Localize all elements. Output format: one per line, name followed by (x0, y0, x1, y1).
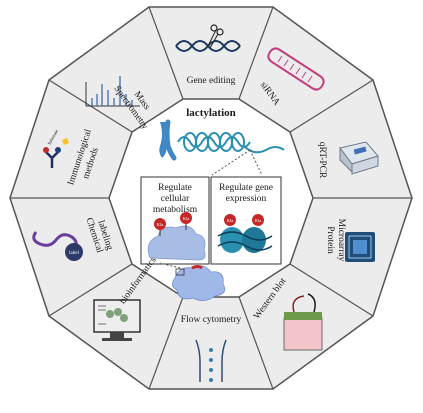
kla-badge-left-2: Kla (180, 212, 192, 224)
protein-microarray-label-2: Microarray (336, 219, 346, 262)
protein-microarray-label-1: Protein (325, 226, 335, 254)
sirna-icon (267, 47, 325, 91)
gene-expression-line-2: expression (226, 194, 267, 204)
svg-text:Kla: Kla (183, 216, 190, 221)
gene-editing-label: Gene editing (187, 76, 236, 86)
mass-spectrum-icon (85, 76, 140, 107)
metabolism-line-3: metabolism (153, 205, 198, 215)
svg-text:Kla: Kla (255, 218, 262, 223)
zoom-line-right (249, 149, 263, 176)
kla-badge-left-1: Kla (154, 218, 166, 230)
zoom-line-right-2 (211, 149, 251, 176)
segment-spokes (10, 6, 412, 390)
protein-structure-icon (172, 265, 226, 301)
center-title: lactylation (186, 107, 236, 119)
svg-text:Kla: Kla (157, 222, 164, 227)
chromatin-coil-icon (177, 132, 285, 154)
dna-scissors-icon (175, 24, 241, 52)
qrt-pcr-label: qRT-PCR (317, 142, 327, 179)
microarray-chip-icon (345, 232, 375, 262)
zoom-line-left (159, 262, 181, 269)
svg-text:label: label (69, 251, 79, 256)
metabolism-line-1: Regulate (158, 183, 192, 193)
svg-text:Kla: Kla (227, 218, 234, 223)
western-blot-tank-icon (283, 293, 323, 351)
gene-expression-line-1: Regulate gene (219, 183, 273, 193)
flow-cytometry-icon (195, 339, 227, 382)
flow-cytometry-label: Flow cytometry (181, 315, 242, 325)
metabolism-line-2: cellular (161, 194, 190, 204)
kla-badge-right-2: Kla (252, 214, 264, 226)
computer-monitor-icon (93, 299, 141, 341)
chromosome-icon (159, 119, 177, 161)
nucleosome-icon (217, 227, 273, 253)
pcr-machine-icon (339, 141, 379, 175)
chemical-label-icon: label (32, 231, 83, 261)
kla-badge-right-1: Kla (224, 214, 236, 226)
